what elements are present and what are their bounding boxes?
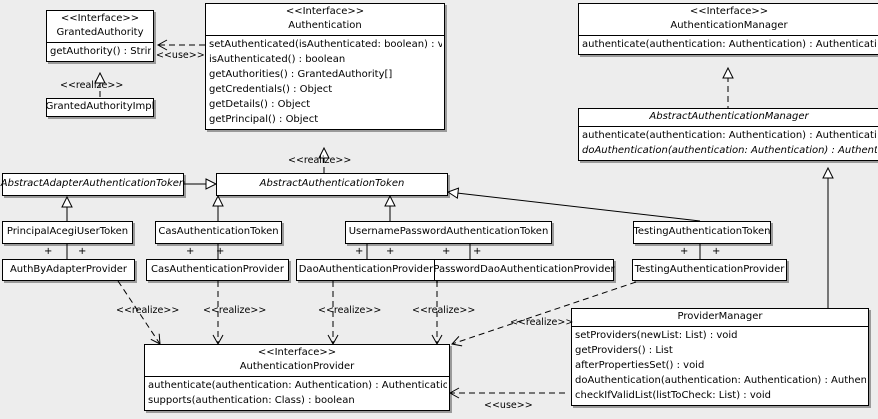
class-name: GrantedAuthority xyxy=(56,27,144,39)
class-dao-authentication-provider[interactable]: DaoAuthenticationProvider xyxy=(296,259,436,281)
class-name: AbstractAdapterAuthenticationToken xyxy=(0,178,186,190)
operation: getCredentials() : Object xyxy=(209,84,333,96)
operation: getPrincipal() : Object xyxy=(209,114,319,126)
class-name: AuthenticationProvider xyxy=(239,361,355,373)
class-name: Authentication xyxy=(288,20,362,32)
class-username-password-authentication-token[interactable]: UsernamePasswordAuthenticationToken xyxy=(345,221,552,244)
class-name: ProviderManager xyxy=(677,311,763,322)
multiplicity-plus: + xyxy=(473,246,482,257)
stereotype-label: <<Interface>> xyxy=(285,6,365,17)
operation: getAuthorities() : GrantedAuthority[] xyxy=(209,69,393,81)
stereotype-label: <<Interface>> xyxy=(689,6,769,17)
class-name: CasAuthenticationProvider xyxy=(151,263,284,275)
class-name: GrantedAuthorityImpl xyxy=(45,101,155,113)
edge-label-use-authentication-grantedauthority: <<use>> xyxy=(156,50,205,61)
class-authentication-provider[interactable]: <<Interface>> AuthenticationProvider aut… xyxy=(144,344,450,412)
class-name: PrincipalAcegiUserToken xyxy=(6,226,129,238)
class-header: <<Interface>> AuthenticationManager xyxy=(579,4,878,35)
operations-compartment: setProviders(newList: List) : void getPr… xyxy=(572,326,868,405)
multiplicity-plus: + xyxy=(386,246,395,257)
edge-label-realize-abstractauthenticationtoken: <<realize>> xyxy=(288,155,352,166)
edge-label-realize-passworddaoprovider: <<realize>> xyxy=(412,305,476,316)
class-granted-authority[interactable]: <<Interface>> GrantedAuthority getAuthor… xyxy=(46,10,154,63)
multiplicity-plus: + xyxy=(712,246,721,257)
multiplicity-plus: + xyxy=(216,246,225,257)
edge-testingauthenticationtoken-generalizes-abstractauthenticationtoken xyxy=(446,187,701,222)
class-testing-authentication-token[interactable]: TestingAuthenticationToken xyxy=(633,221,771,244)
edge-label-realize-daoauthenticationprovider: <<realize>> xyxy=(318,305,382,316)
multiplicity-plus: + xyxy=(680,246,689,257)
operations-compartment: getAuthority() : String xyxy=(47,42,153,61)
class-abstract-adapter-authentication-token[interactable]: AbstractAdapterAuthenticationToken xyxy=(1,173,185,196)
operations-compartment: authenticate(authentication: Authenticat… xyxy=(579,126,878,160)
class-cas-authentication-token[interactable]: CasAuthenticationToken xyxy=(155,221,282,244)
stereotype-label: <<Interface>> xyxy=(60,13,140,24)
edge-label-realize-authbyadapterprovider: <<realize>> xyxy=(116,305,180,316)
multiplicity-plus: + xyxy=(44,246,53,257)
stereotype-label: <<Interface>> xyxy=(257,347,337,358)
class-header: AbstractAuthenticationManager xyxy=(579,109,878,126)
operation: authenticate(authentication: Authenticat… xyxy=(148,380,447,392)
class-name: AuthByAdapterProvider xyxy=(9,263,128,275)
edge-label-realize-casauthenticationprovider: <<realize>> xyxy=(203,305,267,316)
class-cas-authentication-provider[interactable]: CasAuthenticationProvider xyxy=(146,259,289,281)
class-auth-by-adapter-provider[interactable]: AuthByAdapterProvider xyxy=(2,259,135,281)
operation: checkIfValidList(listToCheck: List) : vo… xyxy=(575,390,772,402)
class-provider-manager[interactable]: ProviderManager setProviders(newList: Li… xyxy=(571,308,869,407)
class-name: DaoAuthenticationProvider xyxy=(298,263,434,275)
class-header: ProviderManager xyxy=(572,309,868,326)
operation: authenticate(authentication: Authenticat… xyxy=(582,130,877,142)
operation: isAuthenticated() : boolean xyxy=(209,54,346,66)
class-abstract-authentication-token[interactable]: AbstractAuthenticationToken xyxy=(216,173,448,196)
operation: doAuthentication(authentication: Authent… xyxy=(582,145,877,157)
class-abstract-authentication-manager[interactable]: AbstractAuthenticationManager authentica… xyxy=(578,108,878,162)
operations-compartment: authenticate(authentication: Authenticat… xyxy=(579,35,878,54)
class-name: TestingAuthenticationToken xyxy=(633,226,771,238)
operation: authenticate(authentication: Authenticat… xyxy=(582,39,877,51)
operation: doAuthentication(authentication: Authent… xyxy=(575,375,866,387)
class-name: CasAuthenticationToken xyxy=(158,226,279,238)
operation: afterPropertiesSet() : void xyxy=(575,360,705,372)
class-name: AbstractAuthenticationToken xyxy=(259,178,405,190)
edge-label-realize-testingauthenticationprovider: <<realize>> xyxy=(510,317,574,328)
class-granted-authority-impl[interactable]: GrantedAuthorityImpl xyxy=(46,98,154,117)
operations-compartment: setAuthenticated(isAuthenticated: boolea… xyxy=(206,35,444,129)
operation: supports(authentication: Class) : boolea… xyxy=(148,395,355,407)
class-header: <<Interface>> GrantedAuthority xyxy=(47,11,153,42)
class-password-dao-authentication-provider[interactable]: PasswordDaoAuthenticationProvider xyxy=(433,259,615,281)
multiplicity-plus: + xyxy=(186,246,195,257)
class-name: AbstractAuthenticationManager xyxy=(649,111,809,122)
class-name: TestingAuthenticationProvider xyxy=(634,263,785,275)
class-name: PasswordDaoAuthenticationProvider xyxy=(433,263,615,275)
operations-compartment: authenticate(authentication: Authenticat… xyxy=(145,376,449,410)
operation: getAuthority() : String xyxy=(50,46,151,58)
edge-label-realize-grantedauthorityimpl: <<realize>> xyxy=(60,80,124,91)
class-authentication[interactable]: <<Interface>> Authentication setAuthenti… xyxy=(205,3,445,131)
class-name: AuthenticationManager xyxy=(670,20,788,32)
operation: setAuthenticated(isAuthenticated: boolea… xyxy=(209,39,442,51)
multiplicity-plus: + xyxy=(78,246,87,257)
operation: getProviders() : List xyxy=(575,345,673,357)
operation: setProviders(newList: List) : void xyxy=(575,330,738,342)
operation: getDetails() : Object xyxy=(209,99,311,111)
class-principal-acegi-user-token[interactable]: PrincipalAcegiUserToken xyxy=(2,221,133,244)
edge-label-use-providermanager-authenticationprovider: <<use>> xyxy=(484,400,533,411)
multiplicity-plus: + xyxy=(442,246,451,257)
class-authentication-manager[interactable]: <<Interface>> AuthenticationManager auth… xyxy=(578,3,878,56)
class-name: UsernamePasswordAuthenticationToken xyxy=(348,226,549,238)
class-header: <<Interface>> Authentication xyxy=(206,4,444,35)
class-testing-authentication-provider[interactable]: TestingAuthenticationProvider xyxy=(632,259,787,281)
class-header: <<Interface>> AuthenticationProvider xyxy=(145,345,449,376)
multiplicity-plus: + xyxy=(355,246,364,257)
